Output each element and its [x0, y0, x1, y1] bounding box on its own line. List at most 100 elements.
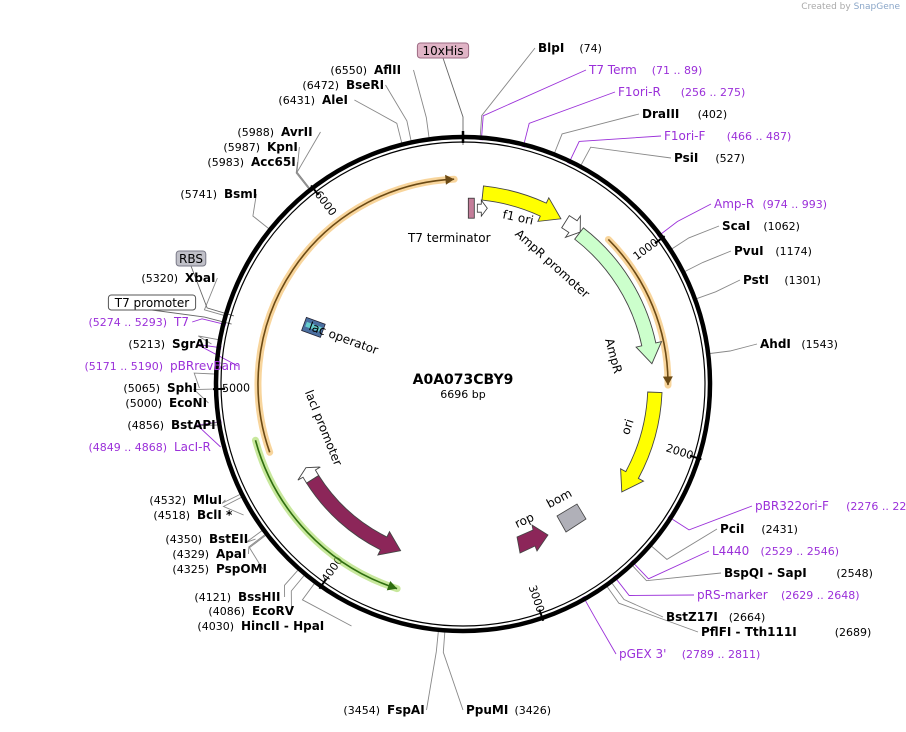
site-pos-alei: (6431) — [278, 94, 315, 107]
leader-line-pcii — [651, 528, 718, 560]
site-ahdi[interactable]: AhdI(1543) — [760, 337, 838, 351]
feature-ampr-promoter[interactable] — [561, 214, 581, 239]
site-blpi[interactable]: BlpI(74) — [538, 41, 602, 55]
leader-line-pvui — [684, 250, 732, 272]
tag-label-10xhis: 10xHis — [423, 44, 464, 58]
site-pvui[interactable]: PvuI(1174) — [734, 244, 812, 258]
site-bsteii[interactable]: (4350)BstEII — [165, 532, 248, 546]
site-pos-f1ori-r: (256 .. 275) — [681, 86, 746, 99]
site-pbr322ori-f[interactable]: pBR322ori-F(2276 .. 2295) — [755, 499, 906, 513]
site-pos-bstz17i: (2664) — [729, 611, 766, 624]
tick-label-1000: 1000 — [631, 236, 661, 263]
site-econi[interactable]: (5000)EcoNI — [125, 396, 207, 410]
feature-label-lac-operator: lac operator — [307, 319, 380, 357]
feature-bom[interactable] — [556, 503, 587, 533]
site-bspqi-sapi[interactable]: BspQI - SapI(2548) — [724, 566, 873, 580]
feature-ori[interactable] — [620, 391, 663, 493]
tag-label-t7-promoter: T7 promoter — [114, 296, 190, 310]
site-pos-pgex-3: (2789 .. 2811) — [682, 648, 761, 661]
site-pflfi-tth111i[interactable]: PflFI - Tth111I(2689) — [701, 625, 871, 639]
tag-t7-promoter[interactable]: T7 promoter — [107, 294, 197, 311]
site-pos-pvui: (1174) — [775, 245, 812, 258]
site-pos-pflfi-tth111i: (2689) — [835, 626, 872, 639]
site-pos-avrii: (5988) — [237, 126, 274, 139]
leader-line-sgrai — [198, 335, 219, 345]
feature-label-ori: ori — [618, 417, 636, 436]
site-name-f1ori-r: F1ori-R — [618, 85, 661, 99]
site-name-avrii: AvrII — [281, 125, 313, 139]
site-alei[interactable]: (6431)AleI — [278, 93, 348, 107]
site-pcii[interactable]: PciI(2431) — [720, 522, 798, 536]
leader-line-apai — [247, 534, 266, 555]
leader-line-aflii — [413, 69, 430, 138]
site-psti[interactable]: PstI(1301) — [743, 273, 821, 287]
site-pos-psii: (527) — [715, 152, 745, 165]
site-aflii[interactable]: (6550)AflII — [330, 63, 401, 77]
site-pspomi[interactable]: (4325)PspOMI — [172, 562, 267, 576]
site-bsshii[interactable]: (4121)BssHII — [194, 590, 280, 604]
feature-rop[interactable] — [516, 524, 549, 554]
orf-arcs — [251, 174, 673, 593]
site-laci-r[interactable]: (4849 .. 4868)LacI-R — [88, 440, 210, 454]
site-apai[interactable]: (4329)ApaI — [172, 547, 246, 561]
site-prs-marker[interactable]: pRS-marker(2629 .. 2648) — [697, 588, 860, 602]
site-scai[interactable]: ScaI(1062) — [722, 219, 800, 233]
site-ecorv[interactable]: (4086)EcoRV — [208, 604, 294, 618]
site-pos-laci-r: (4849 .. 4868) — [88, 441, 167, 454]
plasmid-name: A0A073CBY9 — [413, 372, 514, 388]
site-pos-bspqi-sapi: (2548) — [836, 567, 873, 580]
site-l4440[interactable]: L4440(2529 .. 2546) — [712, 544, 839, 558]
feature-ampr[interactable] — [574, 227, 663, 365]
feature-label-f1-ori: f1 ori — [501, 207, 535, 227]
feature-lac-operator[interactable] — [301, 316, 326, 338]
site-pgex-3[interactable]: pGEX 3'(2789 .. 2811) — [619, 647, 760, 661]
site-pos-bstapi: (4856) — [127, 419, 164, 432]
site-t7[interactable]: (5274 .. 5293)T7 — [88, 315, 189, 329]
site-t7-term[interactable]: T7 Term(71 .. 89) — [588, 63, 702, 77]
feature-laci[interactable] — [305, 474, 402, 556]
tag-10xhis[interactable]: 10xHis — [416, 42, 470, 59]
site-psii[interactable]: PsiI(527) — [674, 151, 745, 165]
site-f1ori-f[interactable]: F1ori-F(466 .. 487) — [664, 129, 791, 143]
leader-line-scai — [671, 225, 720, 250]
site-pos-hincii-hpai: (4030) — [197, 620, 234, 633]
site-pbrrevbam[interactable]: (5171 .. 5190)pBRrevBam — [84, 359, 240, 373]
site-xbai[interactable]: (5320)XbaI — [141, 271, 215, 285]
feature-t7-terminator[interactable] — [467, 197, 488, 219]
site-hincii-hpai[interactable]: (4030)HincII - HpaI — [197, 619, 324, 633]
site-kpni[interactable]: (5987)KpnI — [223, 140, 297, 154]
site-pos-ecorv: (4086) — [208, 605, 245, 618]
leader-line-l4440 — [634, 550, 710, 580]
site-bcli[interactable]: (4518)BclI * — [153, 508, 233, 522]
site-bseri[interactable]: (6472)BseRI — [302, 78, 384, 92]
site-pos-bsshii: (4121) — [194, 591, 231, 604]
site-bstapi[interactable]: (4856)BstAPI — [127, 418, 215, 432]
leader-line-ahdi — [710, 343, 758, 354]
leader-line-xbai — [203, 277, 224, 316]
tag-rbs[interactable]: RBS — [175, 250, 207, 267]
plasmid-size: 6696 bp — [440, 388, 485, 401]
site-bstz17i[interactable]: BstZ17I(2664) — [666, 610, 765, 624]
site-draiii[interactable]: DraIII(402) — [642, 107, 727, 121]
site-avrii[interactable]: (5988) AvrII — [237, 125, 312, 139]
orf-arc-arrowhead-1 — [445, 174, 455, 185]
site-fspai[interactable]: (3454)FspAI — [343, 703, 424, 717]
site-pos-l4440: (2529 .. 2546) — [761, 545, 840, 558]
site-name-psti: PstI — [743, 273, 769, 287]
feature-f1-ori[interactable] — [481, 185, 562, 222]
site-amp-r[interactable]: Amp-R(974 .. 993) — [714, 197, 827, 211]
site-bsmi[interactable]: (5741)BsmI — [180, 187, 257, 201]
site-sphi[interactable]: (5065)SphI — [123, 381, 197, 395]
site-pos-blpi: (74) — [579, 42, 602, 55]
site-pos-kpni: (5987) — [223, 141, 260, 154]
site-sgrai[interactable]: (5213)SgrAI — [128, 337, 208, 351]
leader-line-t7 — [192, 318, 222, 325]
site-f1ori-r[interactable]: F1ori-R (256 .. 275) — [618, 85, 745, 99]
feature-laci-promoter[interactable] — [297, 466, 321, 484]
site-ppumi[interactable]: PpuMI(3426) — [466, 703, 551, 717]
leader-line-pflfi-tth111i — [606, 586, 699, 633]
site-mlui[interactable]: (4532)MluI — [149, 493, 222, 507]
site-name-bsteii: BstEII — [209, 532, 248, 546]
site-acc65i[interactable]: (5983)Acc65I — [207, 155, 295, 169]
